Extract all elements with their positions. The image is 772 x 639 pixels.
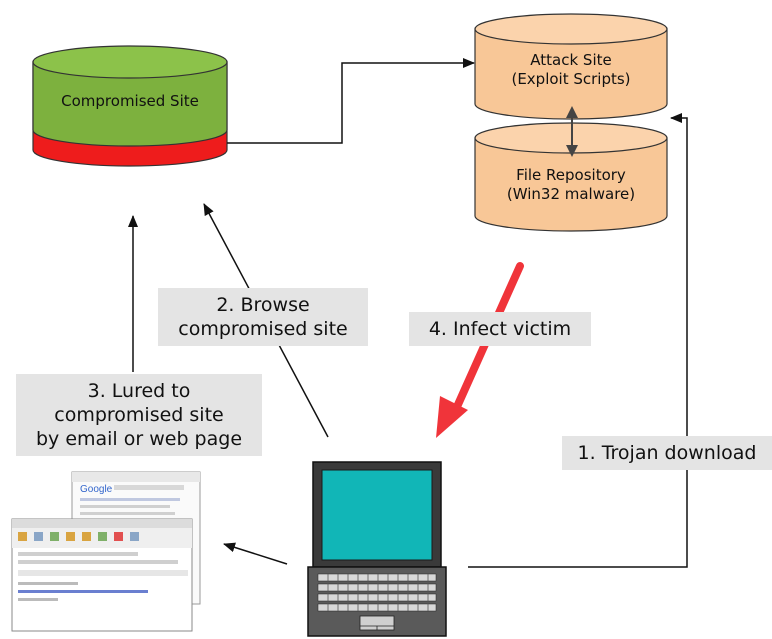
attack-site-sublabel: (Exploit Scripts) (511, 70, 630, 88)
trojan-download-connector (468, 113, 688, 568)
step-2-line-2: compromised site (178, 318, 348, 340)
compromised-site-label: Compromised Site (61, 92, 199, 110)
step-1-text: 1. Trojan download (577, 442, 757, 464)
attack-repo-link (566, 106, 578, 157)
step-1-label: 1. Trojan download (562, 436, 772, 470)
step-3-label: 3. Lured to compromised site by email or… (16, 374, 262, 456)
compromised-site-cylinder: Compromised Site (32, 45, 228, 167)
step-2-line-1: 2. Browse (216, 294, 310, 316)
step-4-text: 4. Infect victim (428, 318, 572, 340)
step-3-line-1: 3. Lured to (87, 380, 191, 402)
step-4-label: 4. Infect victim (409, 312, 591, 346)
step-2-label: 2. Browse compromised site (158, 288, 368, 346)
file-repository-label: File Repository (516, 166, 626, 184)
step-3-line-2: compromised site (54, 404, 224, 426)
infect-arrow (436, 262, 524, 438)
redirect-connector (227, 58, 475, 144)
laptop-icon (307, 461, 447, 637)
file-repository-sublabel: (Win32 malware) (507, 185, 635, 203)
attack-site-cylinder: Attack Site (Exploit Scripts) (474, 13, 668, 120)
email-arrow (223, 542, 288, 565)
email-window-icon: Google (11, 471, 201, 632)
attack-site-label: Attack Site (530, 51, 611, 69)
svg-text:Google: Google (80, 484, 113, 495)
step-3-line-3: by email or web page (35, 428, 243, 450)
